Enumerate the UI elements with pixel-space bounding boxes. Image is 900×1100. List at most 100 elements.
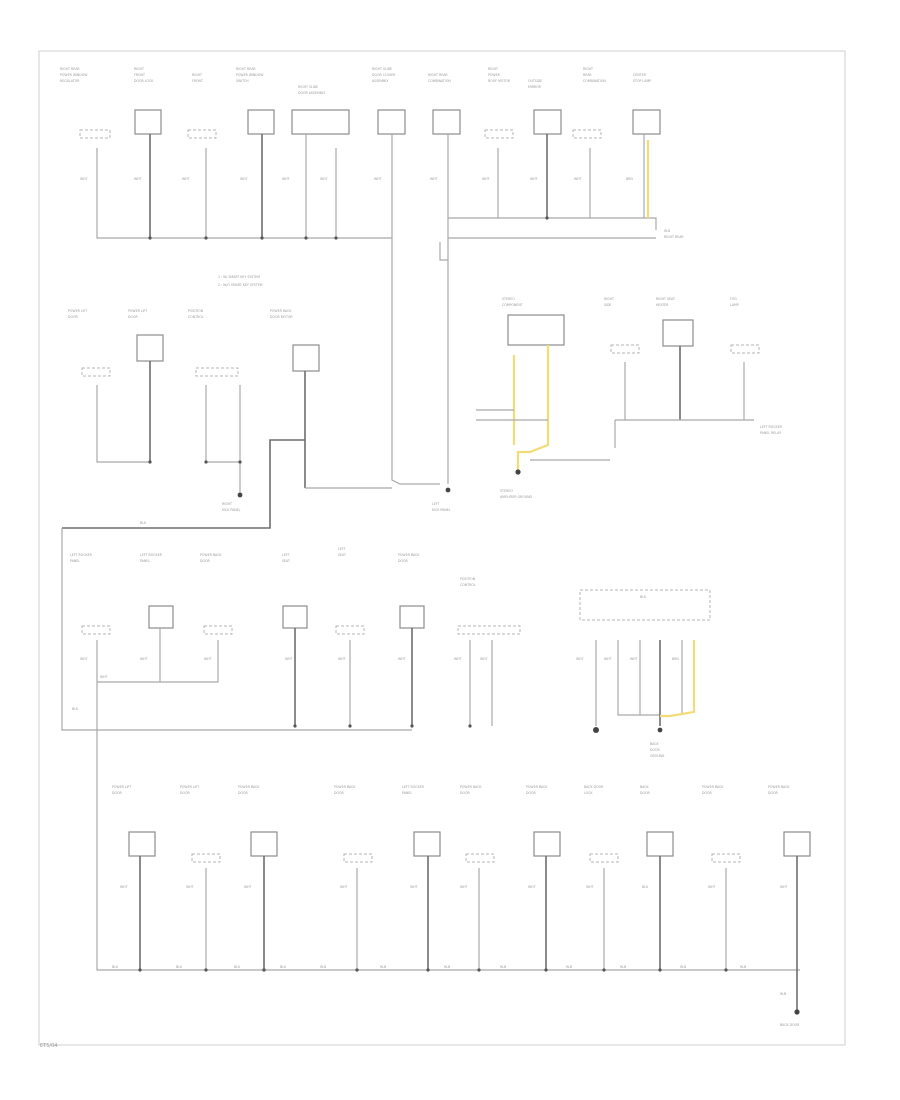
svg-text:WHT: WHT	[338, 657, 346, 661]
svg-text:RIGHT: RIGHT	[604, 297, 614, 301]
dashed-connector	[187, 129, 217, 139]
splice-dot	[260, 236, 264, 240]
svg-text:DOOR CLOSER: DOOR CLOSER	[372, 73, 396, 77]
svg-text:POWER BACK: POWER BACK	[702, 785, 724, 789]
svg-text:BRN: BRN	[626, 177, 633, 181]
component-box	[399, 605, 425, 629]
svg-text:WHT: WHT	[240, 177, 248, 181]
splice-dot	[262, 968, 266, 972]
component-box	[377, 109, 406, 135]
wire	[391, 134, 440, 485]
dashed-connector	[484, 129, 514, 139]
svg-text:ROOF MOTOR: ROOF MOTOR	[488, 79, 511, 83]
svg-text:WHT: WHT	[586, 885, 594, 889]
component-box	[507, 314, 565, 346]
svg-text:STEREO: STEREO	[500, 489, 513, 493]
splice-dot	[410, 724, 414, 728]
svg-text:DOOR ASSEMBLY: DOOR ASSEMBLY	[298, 91, 325, 95]
component-box	[291, 109, 350, 135]
svg-text:DOOR LOCK: DOOR LOCK	[134, 79, 154, 83]
splice-dot	[658, 968, 662, 972]
svg-text:DOOR: DOOR	[68, 315, 78, 319]
svg-text:LEFT: LEFT	[432, 502, 440, 506]
component-box	[134, 109, 162, 135]
svg-text:PANEL RELAY: PANEL RELAY	[760, 431, 781, 435]
svg-text:POWER BACK: POWER BACK	[398, 553, 420, 557]
splice-dot	[204, 460, 208, 464]
svg-text:AMPLIFIER GROUND: AMPLIFIER GROUND	[500, 495, 532, 499]
component-box	[646, 831, 674, 857]
splice-dot	[477, 968, 481, 972]
svg-text:BACK: BACK	[640, 785, 650, 789]
ground-point	[593, 727, 599, 733]
svg-text:RIGHT: RIGHT	[192, 73, 202, 77]
svg-text:BLK: BLK	[234, 965, 241, 969]
svg-text:W-B: W-B	[320, 965, 326, 969]
svg-text:WHT: WHT	[410, 885, 418, 889]
svg-text:WHT: WHT	[454, 657, 462, 661]
ground-point	[445, 487, 451, 493]
highlighted-wire	[516, 345, 550, 470]
svg-text:POWER WINDOW: POWER WINDOW	[236, 73, 264, 77]
svg-text:SEAT: SEAT	[338, 553, 346, 557]
ground-point	[657, 727, 663, 733]
svg-text:WHT: WHT	[530, 177, 538, 181]
svg-text:W-B: W-B	[566, 965, 572, 969]
svg-text:DOOR: DOOR	[650, 748, 660, 752]
component-box	[533, 109, 562, 135]
component-box	[128, 831, 156, 857]
svg-text:SIDE: SIDE	[604, 303, 611, 307]
dashed-connector	[579, 589, 711, 621]
svg-text:DOOR: DOOR	[238, 791, 248, 795]
svg-text:BLK: BLK	[140, 521, 147, 525]
svg-text:OUTSIDE: OUTSIDE	[528, 79, 542, 83]
svg-text:SEAT: SEAT	[282, 559, 290, 563]
svg-text:DOOR: DOOR	[398, 559, 408, 563]
svg-text:LAMP: LAMP	[730, 303, 739, 307]
wire	[96, 730, 800, 971]
svg-text:RIGHT SEAT: RIGHT SEAT	[656, 297, 675, 301]
svg-text:DOOR: DOOR	[128, 315, 138, 319]
svg-text:POWER BACK: POWER BACK	[334, 785, 356, 789]
svg-text:KICK PANEL: KICK PANEL	[432, 508, 451, 512]
wire	[61, 528, 412, 731]
dashed-connector	[457, 625, 521, 635]
svg-text:POWER LIFT: POWER LIFT	[68, 309, 87, 313]
svg-text:COMBINATION: COMBINATION	[428, 79, 451, 83]
svg-text:POSITION: POSITION	[460, 577, 476, 581]
svg-text:BLK: BLK	[642, 885, 649, 889]
svg-text:WHT: WHT	[285, 657, 293, 661]
dashed-connector	[572, 129, 602, 139]
splice-dot	[138, 968, 142, 972]
svg-text:POSITION: POSITION	[188, 309, 204, 313]
splice-dot	[602, 968, 606, 972]
component-box	[292, 344, 320, 372]
svg-text:LOCK: LOCK	[584, 791, 593, 795]
splice-dot	[204, 236, 208, 240]
svg-text:DOOR: DOOR	[200, 559, 210, 563]
svg-text:WHT: WHT	[528, 885, 536, 889]
svg-text:W-B: W-B	[620, 965, 626, 969]
svg-text:WHT: WHT	[80, 177, 88, 181]
svg-text:WHT: WHT	[186, 885, 194, 889]
svg-text:BLK: BLK	[280, 965, 287, 969]
svg-text:FRONT: FRONT	[192, 79, 203, 83]
svg-text:W-B: W-B	[664, 229, 670, 233]
svg-text:COMBINATION: COMBINATION	[583, 79, 606, 83]
svg-text:RIGHT REAR: RIGHT REAR	[236, 67, 256, 71]
svg-text:WHT: WHT	[204, 657, 212, 661]
component-box	[662, 319, 694, 347]
svg-text:POWER BACK: POWER BACK	[768, 785, 790, 789]
svg-text:CONTROL: CONTROL	[460, 583, 476, 587]
svg-text:PANEL: PANEL	[402, 791, 412, 795]
splice-dot	[293, 724, 297, 728]
svg-text:DOOR: DOOR	[334, 791, 344, 795]
svg-text:DOOR: DOOR	[702, 791, 712, 795]
svg-text:LEFT: LEFT	[282, 553, 290, 557]
component-box	[282, 605, 308, 629]
svg-text:WHT: WHT	[604, 657, 612, 661]
dashed-connector	[81, 367, 111, 377]
splice-dot	[204, 968, 208, 972]
